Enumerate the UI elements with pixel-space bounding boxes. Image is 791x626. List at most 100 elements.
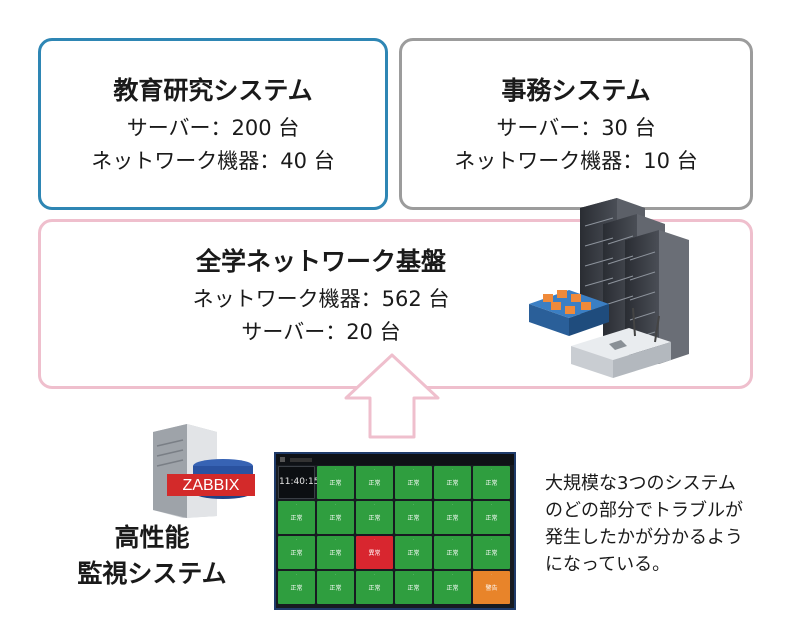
caption-line: のどの部分でトラブルが: [545, 500, 743, 521]
status-tile-label: 正常: [290, 550, 303, 557]
status-tile[interactable]: · 正常: [473, 501, 510, 534]
status-tile-host-placeholder: ·: [295, 503, 298, 507]
status-tile[interactable]: · 正常: [434, 571, 471, 604]
status-tile-label: 正常: [446, 585, 459, 592]
status-tile[interactable]: · 正常: [473, 536, 510, 569]
education-system-box: 教育研究システム サーバー：200 台 ネットワーク機器：40 台: [38, 38, 388, 210]
status-tile-host-placeholder: ·: [334, 503, 337, 507]
status-tile-host-placeholder: ·: [451, 468, 454, 472]
server-rack-icon: [529, 198, 689, 378]
caption-line: になっている。: [545, 554, 671, 575]
dashboard-grid: 11:40:15 ·正常·正常·正常·正常·正常·正常·正常·正常·正常·正常·…: [278, 466, 512, 604]
status-tile-host-placeholder: ·: [412, 503, 415, 507]
status-tile[interactable]: · 警告: [473, 571, 510, 604]
dashboard-clock-tile: 11:40:15: [278, 466, 320, 499]
campus-network-title: 全学ネットワーク基盤: [195, 247, 446, 276]
status-tile-label: 正常: [407, 480, 420, 487]
status-tile-label: 正常: [368, 480, 381, 487]
status-tile-label: 正常: [446, 515, 459, 522]
status-tile-host-placeholder: ·: [334, 573, 337, 577]
status-tile-label: 警告: [485, 585, 498, 592]
description-caption: 大規模な3つのシステム のどの部分でトラブルが 発生したかが分かるよう になって…: [545, 470, 770, 578]
status-tile[interactable]: · 正常: [317, 466, 354, 499]
monitoring-label-line2: 監視システム: [77, 559, 227, 588]
caption-line: 大規模な3つのシステム: [545, 473, 736, 494]
status-tile-host-placeholder: ·: [412, 573, 415, 577]
status-tile-host-placeholder: ·: [412, 468, 415, 472]
status-tile-label: 正常: [290, 585, 303, 592]
status-tile[interactable]: · 正常: [317, 501, 354, 534]
monitoring-system-label: 高性能 監視システム: [72, 520, 232, 592]
status-tile-label: 正常: [329, 480, 342, 487]
dashboard-toolbar-icon: [290, 457, 312, 462]
up-arrow-icon: [344, 353, 440, 439]
status-tile[interactable]: · 正常: [395, 571, 432, 604]
status-tile-label: 正常: [368, 515, 381, 522]
status-tile-host-placeholder: ·: [490, 538, 493, 542]
status-tile-host-placeholder: ·: [295, 573, 298, 577]
status-tile-host-placeholder: ·: [490, 573, 493, 577]
status-tile-host-placeholder: ·: [412, 538, 415, 542]
status-tile[interactable]: · 正常: [278, 536, 315, 569]
status-tile-host-placeholder: ·: [334, 468, 337, 472]
admin-server-count: サーバー：30 台: [496, 116, 656, 140]
status-tile[interactable]: · 正常: [278, 571, 315, 604]
status-tile-label: 正常: [290, 515, 303, 522]
status-tile[interactable]: · 正常: [356, 501, 393, 534]
campus-server-count: サーバー：20 台: [241, 320, 401, 344]
monitoring-server-icon: ZABBIX: [153, 424, 255, 518]
status-tile-host-placeholder: ·: [451, 538, 454, 542]
status-tile-label: 正常: [446, 550, 459, 557]
status-tile[interactable]: · 正常: [356, 466, 393, 499]
status-tile-label: 正常: [407, 585, 420, 592]
status-tile-label: 正常: [485, 480, 498, 487]
status-tile-label: 正常: [368, 585, 381, 592]
status-tile[interactable]: · 正常: [434, 501, 471, 534]
status-tile[interactable]: · 正常: [317, 571, 354, 604]
status-tile-host-placeholder: ·: [295, 538, 298, 542]
monitoring-dashboard: 11:40:15 ·正常·正常·正常·正常·正常·正常·正常·正常·正常·正常·…: [274, 452, 516, 610]
monitoring-label-line1: 高性能: [114, 523, 190, 552]
status-tile-label: 正常: [329, 585, 342, 592]
status-tile[interactable]: · 正常: [395, 466, 432, 499]
status-tile[interactable]: · 正常: [317, 536, 354, 569]
status-tile[interactable]: · 正常: [395, 536, 432, 569]
status-tile-label: 正常: [329, 550, 342, 557]
status-tile-host-placeholder: ·: [490, 503, 493, 507]
zabbix-logo: ZABBIX: [183, 477, 240, 494]
status-tile-host-placeholder: ·: [373, 503, 376, 507]
status-tile[interactable]: · 正常: [434, 536, 471, 569]
campus-network-count: ネットワーク機器：562 台: [192, 287, 450, 311]
education-network-count: ネットワーク機器：40 台: [91, 149, 335, 173]
campus-network-text: 全学ネットワーク基盤 ネットワーク機器：562 台 サーバー：20 台: [41, 242, 601, 349]
dashboard-toolbar-icon: [280, 457, 285, 462]
status-tile-host-placeholder: ·: [373, 573, 376, 577]
status-tile[interactable]: · 正常: [395, 501, 432, 534]
admin-system-title: 事務システム: [501, 76, 651, 105]
status-tile-label: 正常: [446, 480, 459, 487]
status-tile-host-placeholder: ·: [334, 538, 337, 542]
status-tile[interactable]: · 正常: [473, 466, 510, 499]
status-tile-host-placeholder: ·: [451, 503, 454, 507]
status-tile-host-placeholder: ·: [490, 468, 493, 472]
education-system-title: 教育研究システム: [113, 76, 313, 105]
education-server-count: サーバー：200 台: [126, 116, 300, 140]
admin-network-count: ネットワーク機器：10 台: [454, 149, 698, 173]
status-tile-label: 正常: [407, 515, 420, 522]
status-tile-label: 正常: [485, 550, 498, 557]
status-tile[interactable]: · 正常: [356, 571, 393, 604]
status-tile[interactable]: · 異常: [356, 536, 393, 569]
status-tile-label: 異常: [368, 550, 381, 557]
status-tile-label: 正常: [407, 550, 420, 557]
caption-line: 発生したかが分かるよう: [545, 527, 743, 548]
dashboard-toolbar: [276, 454, 514, 465]
status-tile[interactable]: · 正常: [434, 466, 471, 499]
status-tile-host-placeholder: ·: [451, 573, 454, 577]
status-tile-label: 正常: [329, 515, 342, 522]
status-tile-host-placeholder: ·: [373, 538, 376, 542]
status-tile-host-placeholder: ·: [373, 468, 376, 472]
admin-system-box: 事務システム サーバー：30 台 ネットワーク機器：10 台: [399, 38, 753, 210]
dashboard-clock: 11:40:15: [279, 477, 320, 487]
status-tile[interactable]: · 正常: [278, 501, 315, 534]
status-tile-label: 正常: [485, 515, 498, 522]
